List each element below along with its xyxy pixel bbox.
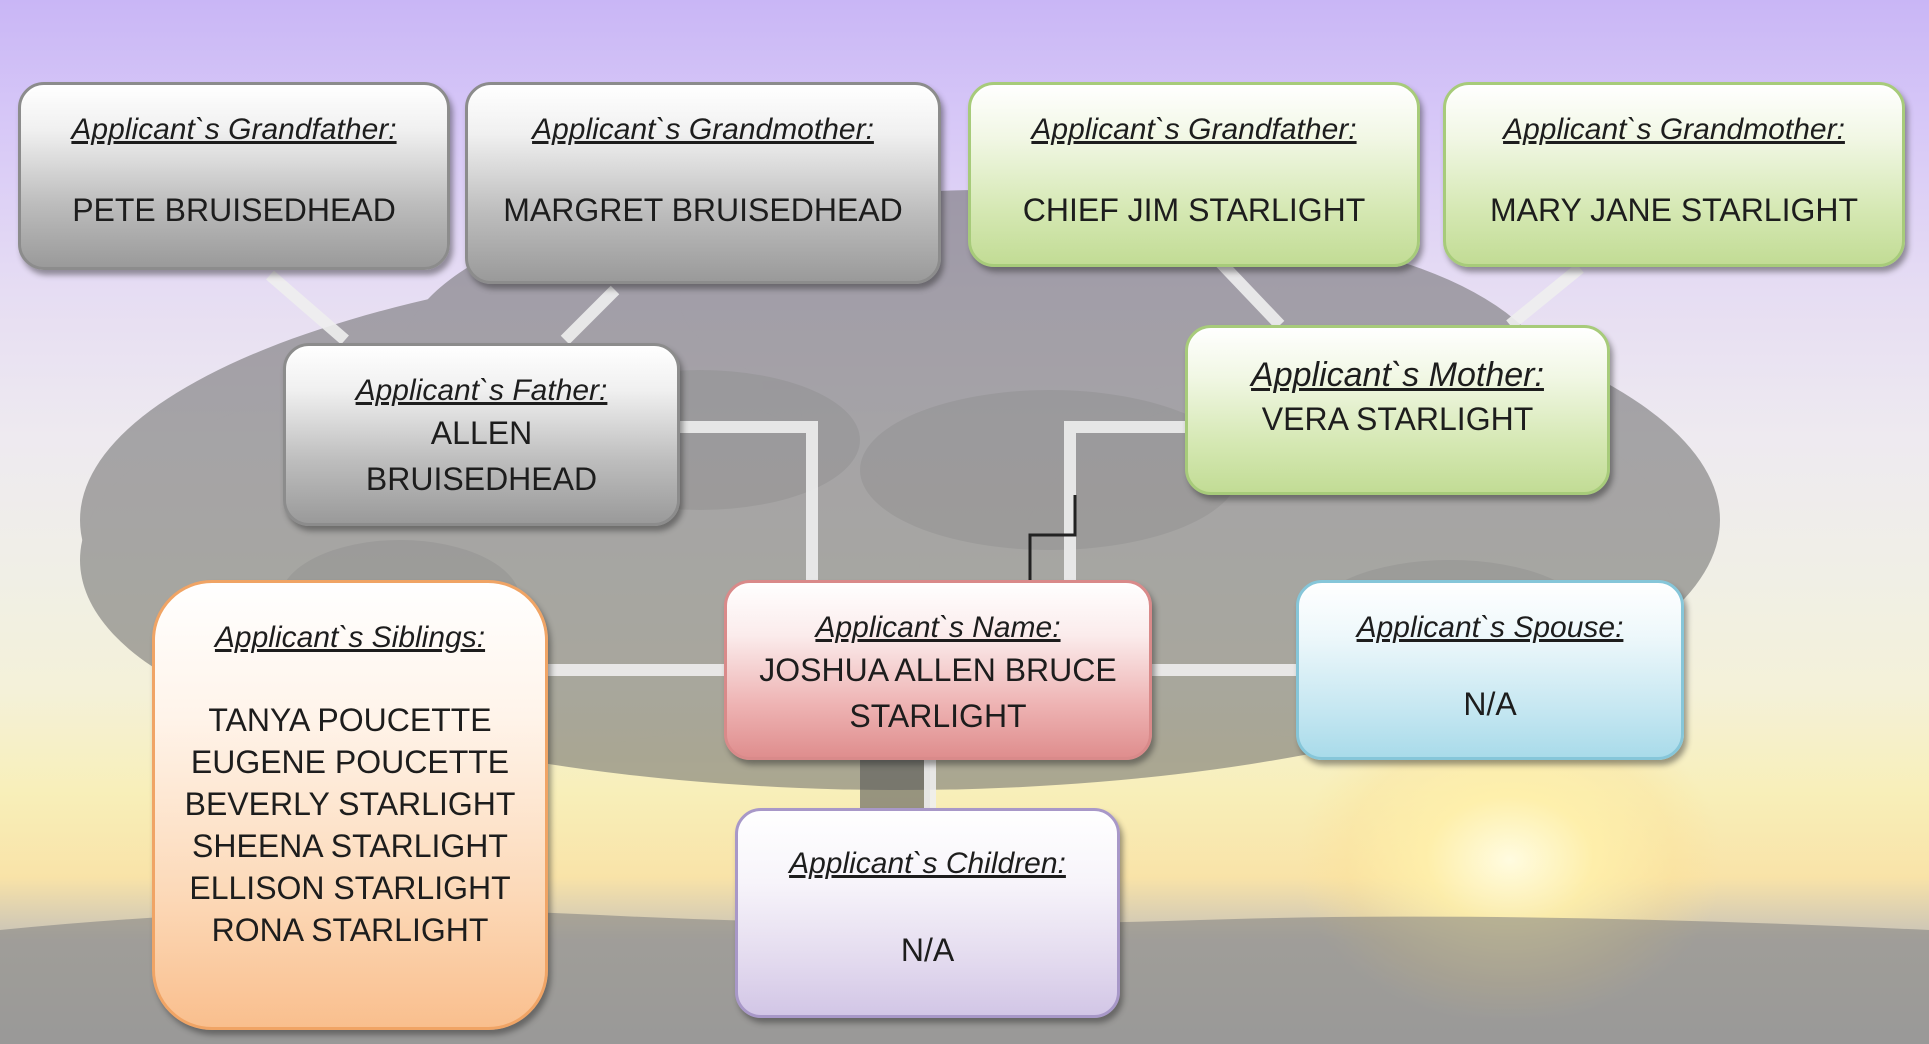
connector-mgm-mother (1506, 263, 1584, 330)
sibling-name: RONA STARLIGHT (211, 912, 489, 948)
spouse-value: N/A (1463, 686, 1517, 722)
paternal-grandfather-name: PETE BRUISEDHEAD (72, 192, 396, 228)
connector-father-applicant (680, 421, 818, 580)
sibling-name: ELLISON STARLIGHT (189, 870, 511, 906)
connector-pgf-father (266, 270, 349, 345)
maternal-grandfather-box: Applicant`s Grandfather: CHIEF JIM STARL… (968, 82, 1420, 267)
applicant-label: Applicant`s Name: (815, 611, 1061, 644)
paternal-grandmother-label: Applicant`s Grandmother: (532, 113, 874, 146)
mother-label: Applicant`s Mother: (1251, 356, 1544, 394)
father-box: Applicant`s Father: ALLEN BRUISEDHEAD (283, 343, 680, 526)
siblings-box: Applicant`s Siblings: TANYA POUCETTE EUG… (152, 580, 548, 1030)
siblings-label: Applicant`s Siblings: (214, 621, 486, 654)
children-label: Applicant`s Children: (789, 847, 1066, 880)
sibling-name: EUGENE POUCETTE (190, 744, 510, 780)
paternal-grandfather-label: Applicant`s Grandfather: (71, 113, 397, 146)
spouse-box: Applicant`s Spouse: N/A (1296, 580, 1684, 760)
siblings-list: TANYA POUCETTE EUGENE POUCETTE BEVERLY S… (155, 699, 545, 951)
children-box: Applicant`s Children: N/A (735, 808, 1120, 1018)
applicant-name-line2: STARLIGHT (849, 698, 1027, 734)
mother-name: VERA STARLIGHT (1261, 401, 1534, 437)
applicant-name-line1: JOSHUA ALLEN BRUCE (759, 652, 1117, 688)
children-value: N/A (900, 932, 955, 968)
connector-accent-line (1028, 495, 1077, 580)
paternal-grandmother-name: MARGRET BRUISEDHEAD (503, 192, 903, 228)
father-name-line1: ALLEN (430, 415, 533, 451)
maternal-grandmother-name: MARY JANE STARLIGHT (1489, 192, 1859, 228)
sibling-name: SHEENA STARLIGHT (192, 828, 508, 864)
connector-pgm-father (560, 285, 620, 345)
maternal-grandmother-label: Applicant`s Grandmother: (1503, 113, 1845, 146)
father-label: Applicant`s Father: (355, 374, 608, 407)
paternal-grandfather-box: Applicant`s Grandfather: PETE BRUISEDHEA… (18, 82, 450, 270)
connector-mgf-mother (1215, 257, 1285, 330)
connector-mother-applicant (1064, 421, 1185, 580)
sibling-name: BEVERLY STARLIGHT (184, 786, 516, 822)
mother-box: Applicant`s Mother: VERA STARLIGHT (1185, 325, 1610, 495)
paternal-grandmother-box: Applicant`s Grandmother: MARGRET BRUISED… (465, 82, 941, 284)
father-name-line2: BRUISEDHEAD (365, 461, 598, 497)
applicant-box: Applicant`s Name: JOSHUA ALLEN BRUCE STA… (724, 580, 1152, 760)
maternal-grandfather-label: Applicant`s Grandfather: (1031, 113, 1357, 146)
sibling-name: TANYA POUCETTE (208, 702, 492, 738)
spouse-label: Applicant`s Spouse: (1356, 611, 1624, 644)
maternal-grandfather-name: CHIEF JIM STARLIGHT (1022, 192, 1366, 228)
maternal-grandmother-box: Applicant`s Grandmother: MARY JANE STARL… (1443, 82, 1905, 267)
